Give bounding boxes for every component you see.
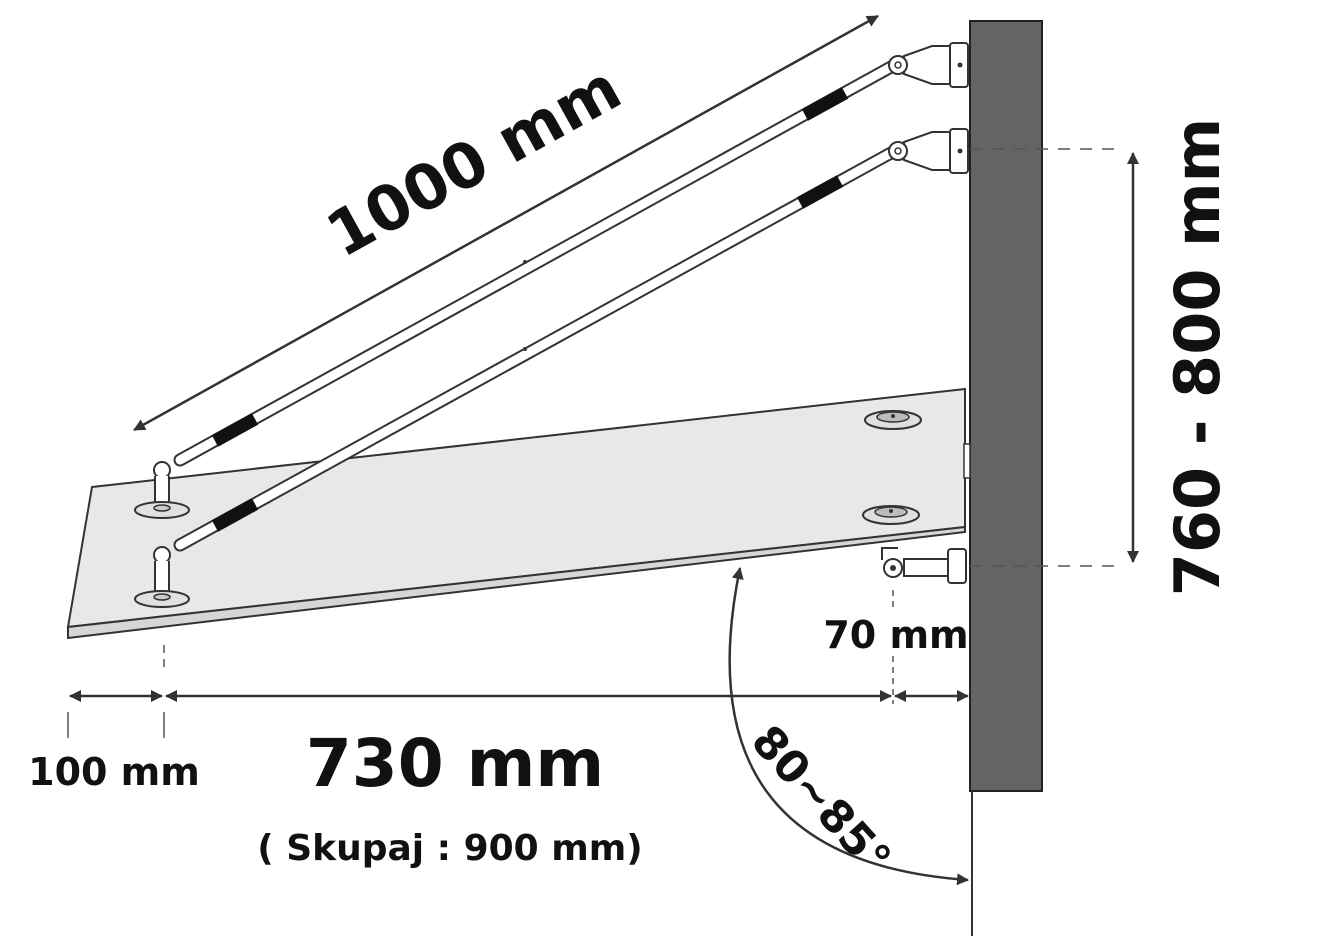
total-depth-label: ( Skupaj : 900 mm) (257, 828, 643, 869)
angle-label: 80~85° (741, 716, 900, 885)
canopy-panel (66, 387, 966, 640)
wall-offset-label: 70 mm (823, 613, 968, 657)
height-range-label: 760 - 800 mm (1161, 118, 1234, 597)
wall (969, 20, 1043, 792)
panel-mount-disc (862, 505, 920, 525)
depth-label: 730 mm (306, 725, 604, 802)
angle-arc (728, 567, 969, 886)
panel-edge-clip (963, 443, 971, 479)
panel-mount-disc (864, 410, 922, 430)
bottom-wall-bracket (881, 547, 967, 584)
rod-length-dimension-arrow (133, 14, 879, 432)
front-overhang-label: 100 mm (28, 750, 200, 794)
